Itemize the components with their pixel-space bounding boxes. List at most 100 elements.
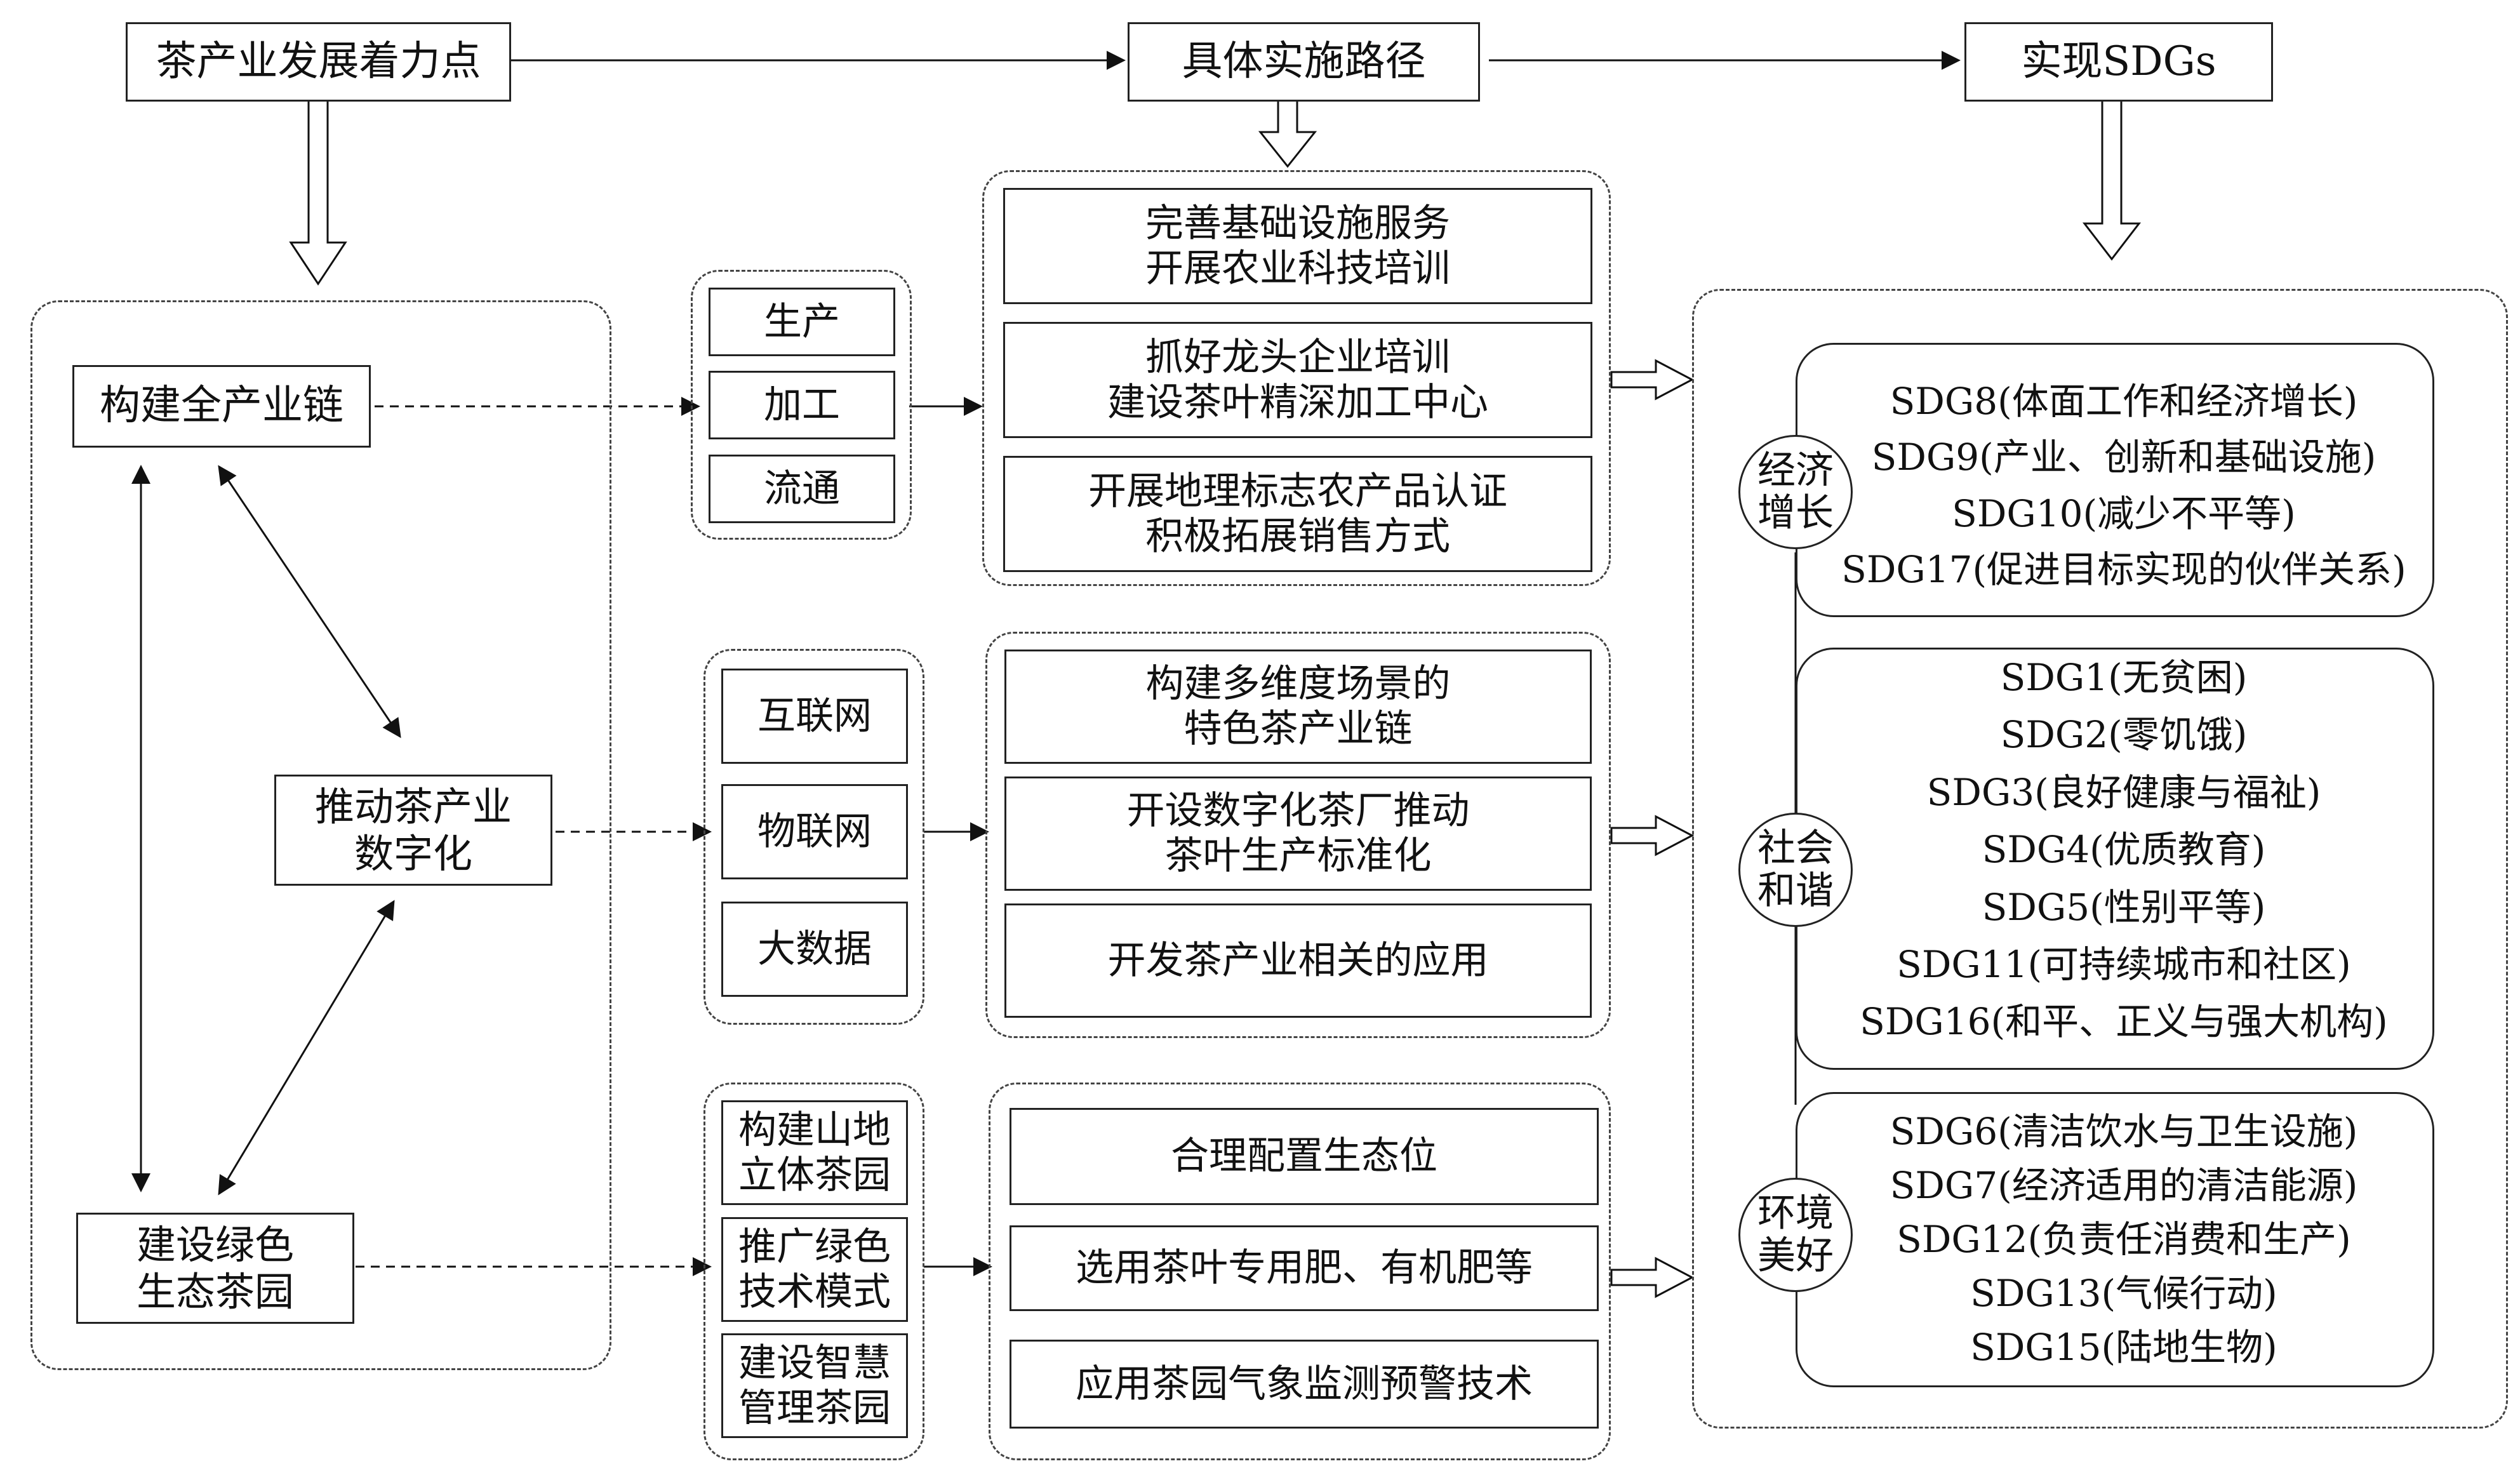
measure-digital-1-line-2: 特色茶产业链 (1183, 707, 1413, 751)
sdg-social-item-3: SDG3(良好健康与福祉) (1926, 770, 2321, 814)
stage-green-1: 构建山地 立体茶园 (721, 1100, 908, 1205)
sdg-social-list: SDG1(无贫困) SDG2(零饥饿) SDG3(良好健康与福祉) SDG4(优… (1825, 656, 2422, 1044)
measure-green-2: 选用茶叶专用肥、有机肥等 (1010, 1225, 1599, 1311)
focus-digital-line-2: 数字化 (354, 830, 472, 877)
measure-green-2-line-1: 选用茶叶专用肥、有机肥等 (1076, 1246, 1533, 1291)
sdg-economic-list: SDG8(体面工作和经济增长) SDG9(产业、创新和基础设施) SDG10(减… (1825, 380, 2422, 592)
goal-circle-economic: 经济 增长 (1738, 435, 1853, 549)
stage-chain-1: 生产 (709, 288, 895, 356)
measure-chain-3-line-1: 开展地理标志农产品认证 (1088, 469, 1507, 514)
header-sdgs: 实现SDGs (1964, 22, 2273, 102)
measure-green-3-line-1: 应用茶园气象监测预警技术 (1076, 1361, 1533, 1406)
goal-circle-environment-line-1: 环境 (1757, 1190, 1834, 1236)
sdg-environment-item-2: SDG7(经济适用的清洁能源) (1890, 1164, 2358, 1208)
sdg-economic-item-2: SDG9(产业、创新和基础设施) (1871, 436, 2377, 479)
measure-digital-3-line-1: 开发茶产业相关的应用 (1107, 938, 1489, 983)
double-arrow-chain-digital (218, 465, 401, 738)
header-paths-label: 具体实施路径 (1182, 37, 1426, 85)
measure-digital-2-line-1: 开设数字化茶厂推动 (1126, 789, 1470, 834)
sdg-social-item-5: SDG5(性别平等) (1982, 885, 2266, 929)
hollow-arrow-paths-down (1258, 99, 1317, 168)
sdg-environment-item-3: SDG12(负责任消费和生产) (1897, 1218, 2351, 1262)
sdg-social-item-4: SDG4(优质教育) (1982, 828, 2266, 872)
hollow-arrow-chain-right (1610, 359, 1695, 401)
sdg-group (1692, 289, 2508, 1429)
sdg-economic-item-3: SDG10(减少不平等) (1952, 491, 2296, 535)
double-arrow-digital-green (218, 900, 395, 1196)
measure-digital-1: 构建多维度场景的 特色茶产业链 (1004, 650, 1592, 764)
measure-digital-3: 开发茶产业相关的应用 (1004, 903, 1592, 1018)
focus-green-line-1: 建设绿色 (136, 1222, 294, 1269)
measure-digital-1-line-1: 构建多维度场景的 (1145, 662, 1451, 707)
goal-circle-environment: 环境 美好 (1738, 1178, 1853, 1292)
measure-digital-2-line-2: 茶叶生产标准化 (1164, 834, 1432, 878)
sdg-economic-item-4: SDG17(促进目标实现的伙伴关系) (1841, 548, 2406, 592)
stage-chain-3-label: 流通 (764, 466, 840, 511)
sdg-social-item-7: SDG16(和平、正义与强大机构) (1860, 1000, 2388, 1044)
sdg-social-item-6: SDG11(可持续城市和社区) (1897, 942, 2351, 986)
stage-green-2-line-2: 技术模式 (738, 1269, 891, 1314)
goal-circle-social: 社会 和谐 (1738, 813, 1853, 927)
measure-group-chain (982, 170, 1611, 586)
stage-green-2-line-1: 推广绿色 (738, 1224, 891, 1269)
stage-digital-3: 大数据 (721, 902, 908, 997)
measure-chain-3: 开展地理标志农产品认证 积极拓展销售方式 (1003, 456, 1592, 572)
measure-chain-1-line-1: 完善基础设施服务 (1145, 201, 1450, 246)
header-focus: 茶产业发展着力点 (126, 22, 511, 102)
goal-circle-social-line-1: 社会 (1757, 825, 1834, 870)
measure-chain-2-line-2: 建设茶叶精深加工中心 (1107, 380, 1488, 425)
stage-green-3-line-2: 管理茶园 (738, 1385, 891, 1430)
measure-green-1: 合理配置生态位 (1010, 1108, 1599, 1205)
measure-chain-2-line-1: 抓好龙头企业培训 (1145, 335, 1450, 380)
hollow-arrow-sdgs-down (2082, 99, 2142, 261)
header-focus-label: 茶产业发展着力点 (156, 37, 481, 85)
focus-chain-label: 构建全产业链 (100, 382, 343, 430)
sdg-environment-list: SDG6(清洁饮水与卫生设施) SDG7(经济适用的清洁能源) SDG12(负责… (1825, 1110, 2422, 1370)
header-sdgs-label: 实现SDGs (2021, 37, 2217, 85)
stage-green-3-line-1: 建设智慧 (738, 1340, 891, 1385)
stage-digital-2-label: 物联网 (757, 809, 872, 854)
sdg-economic-item-1: SDG8(体面工作和经济增长) (1890, 380, 2358, 423)
measure-green-3: 应用茶园气象监测预警技术 (1010, 1340, 1599, 1429)
sdg-environment-item-4: SDG13(气候行动) (1970, 1272, 2277, 1316)
focus-digital-line-1: 推动茶产业 (314, 783, 512, 830)
focus-group (30, 300, 611, 1370)
stage-group-green (703, 1083, 924, 1460)
measure-group-green (989, 1083, 1611, 1460)
stage-chain-3: 流通 (709, 455, 895, 523)
measure-digital-2: 开设数字化茶厂推动 茶叶生产标准化 (1004, 776, 1592, 891)
sdg-social-item-2: SDG2(零饥饿) (2000, 713, 2248, 757)
sdg-social-item-1: SDG1(无贫困) (2000, 656, 2248, 699)
sdg-social-panel (1796, 648, 2434, 1070)
hollow-arrow-green-right (1610, 1256, 1695, 1298)
stage-digital-1: 互联网 (721, 669, 908, 764)
stage-green-1-line-2: 立体茶园 (738, 1152, 891, 1197)
sdg-environment-panel (1796, 1092, 2434, 1387)
stage-chain-2: 加工 (709, 371, 895, 439)
hollow-arrow-focus-down (289, 99, 347, 286)
header-paths: 具体实施路径 (1128, 22, 1480, 102)
stage-digital-2: 物联网 (721, 784, 908, 879)
goal-circle-social-line-2: 和谐 (1757, 869, 1834, 913)
measure-chain-3-line-2: 积极拓展销售方式 (1145, 514, 1450, 559)
measure-chain-1: 完善基础设施服务 开展农业科技培训 (1003, 188, 1592, 304)
hollow-arrow-digital-right (1610, 815, 1695, 856)
sdg-economic-panel (1796, 343, 2434, 617)
focus-chain: 构建全产业链 (72, 365, 371, 448)
sdg-environment-item-5: SDG15(陆地生物) (1970, 1326, 2277, 1370)
stage-group-chain (691, 270, 912, 540)
goal-circle-economic-line-1: 经济 (1757, 448, 1834, 493)
stage-green-2: 推广绿色 技术模式 (721, 1217, 908, 1322)
focus-digital: 推动茶产业 数字化 (274, 775, 552, 886)
sdg-environment-item-1: SDG6(清洁饮水与卫生设施) (1890, 1110, 2358, 1153)
goal-circle-economic-line-2: 增长 (1757, 491, 1834, 535)
measure-group-digital (985, 632, 1611, 1038)
measure-chain-1-line-2: 开展农业科技培训 (1145, 246, 1450, 291)
stage-digital-3-label: 大数据 (757, 926, 872, 971)
stage-chain-1-label: 生产 (764, 299, 840, 344)
focus-green-line-2: 生态茶园 (136, 1268, 294, 1315)
measure-chain-2: 抓好龙头企业培训 建设茶叶精深加工中心 (1003, 322, 1592, 438)
focus-green: 建设绿色 生态茶园 (76, 1213, 354, 1324)
goal-circle-environment-line-2: 美好 (1757, 1234, 1834, 1278)
